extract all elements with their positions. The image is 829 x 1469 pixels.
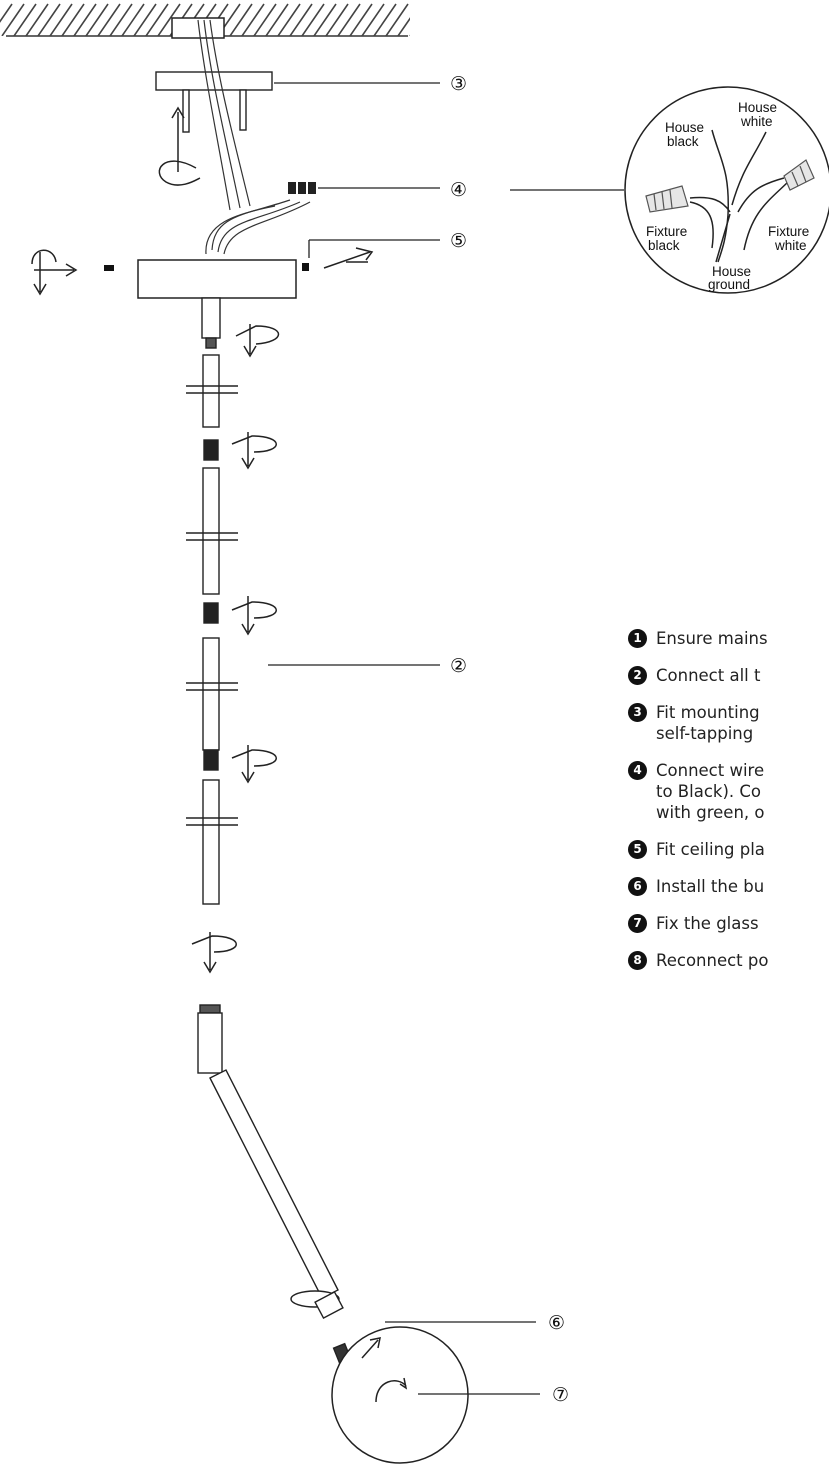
step-text: to Black). Co [656,782,761,801]
svg-text:ground: ground [708,277,750,292]
step-marker: 3 [628,703,647,722]
svg-text:House: House [738,100,777,115]
step-marker: 1 [628,629,647,648]
lamp-arm [197,1004,356,1374]
push-arrow [323,247,374,269]
wiring-detail: House black House white Fixture black Fi… [624,86,829,294]
step-1: 1 Ensure mains [628,628,829,649]
callout-4: ④ [450,180,467,201]
step-marker: 5 [628,840,647,859]
ceiling-hatch [0,3,410,37]
step-6: 6 Install the bu [628,876,829,897]
callout-6: ⑥ [548,1313,565,1334]
callout-leaders [268,82,624,1395]
step-text: Fit mounting [656,703,760,722]
svg-text:black: black [648,238,680,253]
step-4: 4 Connect wire to Black). Co with green,… [628,760,829,823]
step-marker: 2 [628,666,647,685]
svg-text:Fixture: Fixture [768,224,809,239]
svg-text:Fixture: Fixture [646,224,687,239]
canopy-screw-left [104,265,114,271]
step-2: 2 Connect all t [628,665,829,686]
detail-label-house-black: House black [665,120,704,149]
step-marker: 8 [628,951,647,970]
svg-text:House: House [712,264,751,279]
step-marker: 7 [628,914,647,933]
callout-5: ⑤ [450,231,467,252]
detail-label-fixture-black: Fixture black [646,224,687,253]
supply-wires [197,19,311,255]
wire-nut-right [783,159,815,191]
detail-label-house-white: House white [738,100,777,129]
step-text: Ensure mains [656,629,768,648]
step-8: 8 Reconnect po [628,950,829,971]
callout-2: ② [450,656,467,677]
callout-3: ③ [450,74,467,95]
rotation-arrows [31,106,408,1403]
step-text: with green, o [656,803,765,822]
step-text: Install the bu [656,877,765,896]
step-text: self-tapping [656,724,754,743]
glass-globe [331,1326,469,1464]
canopy-screw-right [302,263,309,271]
svg-text:white: white [740,114,773,129]
detail-label-fixture-white: Fixture white [768,224,809,253]
svg-text:House: House [665,120,704,135]
wire-nut-left [645,185,689,213]
wire-connectors [288,182,316,194]
svg-text:black: black [667,134,699,149]
svg-text:white: white [774,238,807,253]
callout-7: ⑦ [552,1385,569,1406]
step-marker: 6 [628,877,647,896]
step-text: Connect all t [656,666,761,685]
step-5: 5 Fit ceiling pla [628,839,829,860]
step-marker: 4 [628,761,647,780]
ceiling-canopy [137,259,297,299]
step-text: Fit ceiling pla [656,840,765,859]
step-7: 7 Fix the glass [628,913,829,934]
detail-label-house-ground: House ground [708,264,751,292]
step-3: 3 Fit mounting self-tapping [628,702,829,744]
suspension-rod [186,297,238,905]
step-text: Connect wire [656,761,765,780]
step-text: Reconnect po [656,951,769,970]
step-text: Fix the glass [656,914,759,933]
instruction-steps: 1 Ensure mains 2 Connect all t 3 Fit mou… [628,628,829,971]
